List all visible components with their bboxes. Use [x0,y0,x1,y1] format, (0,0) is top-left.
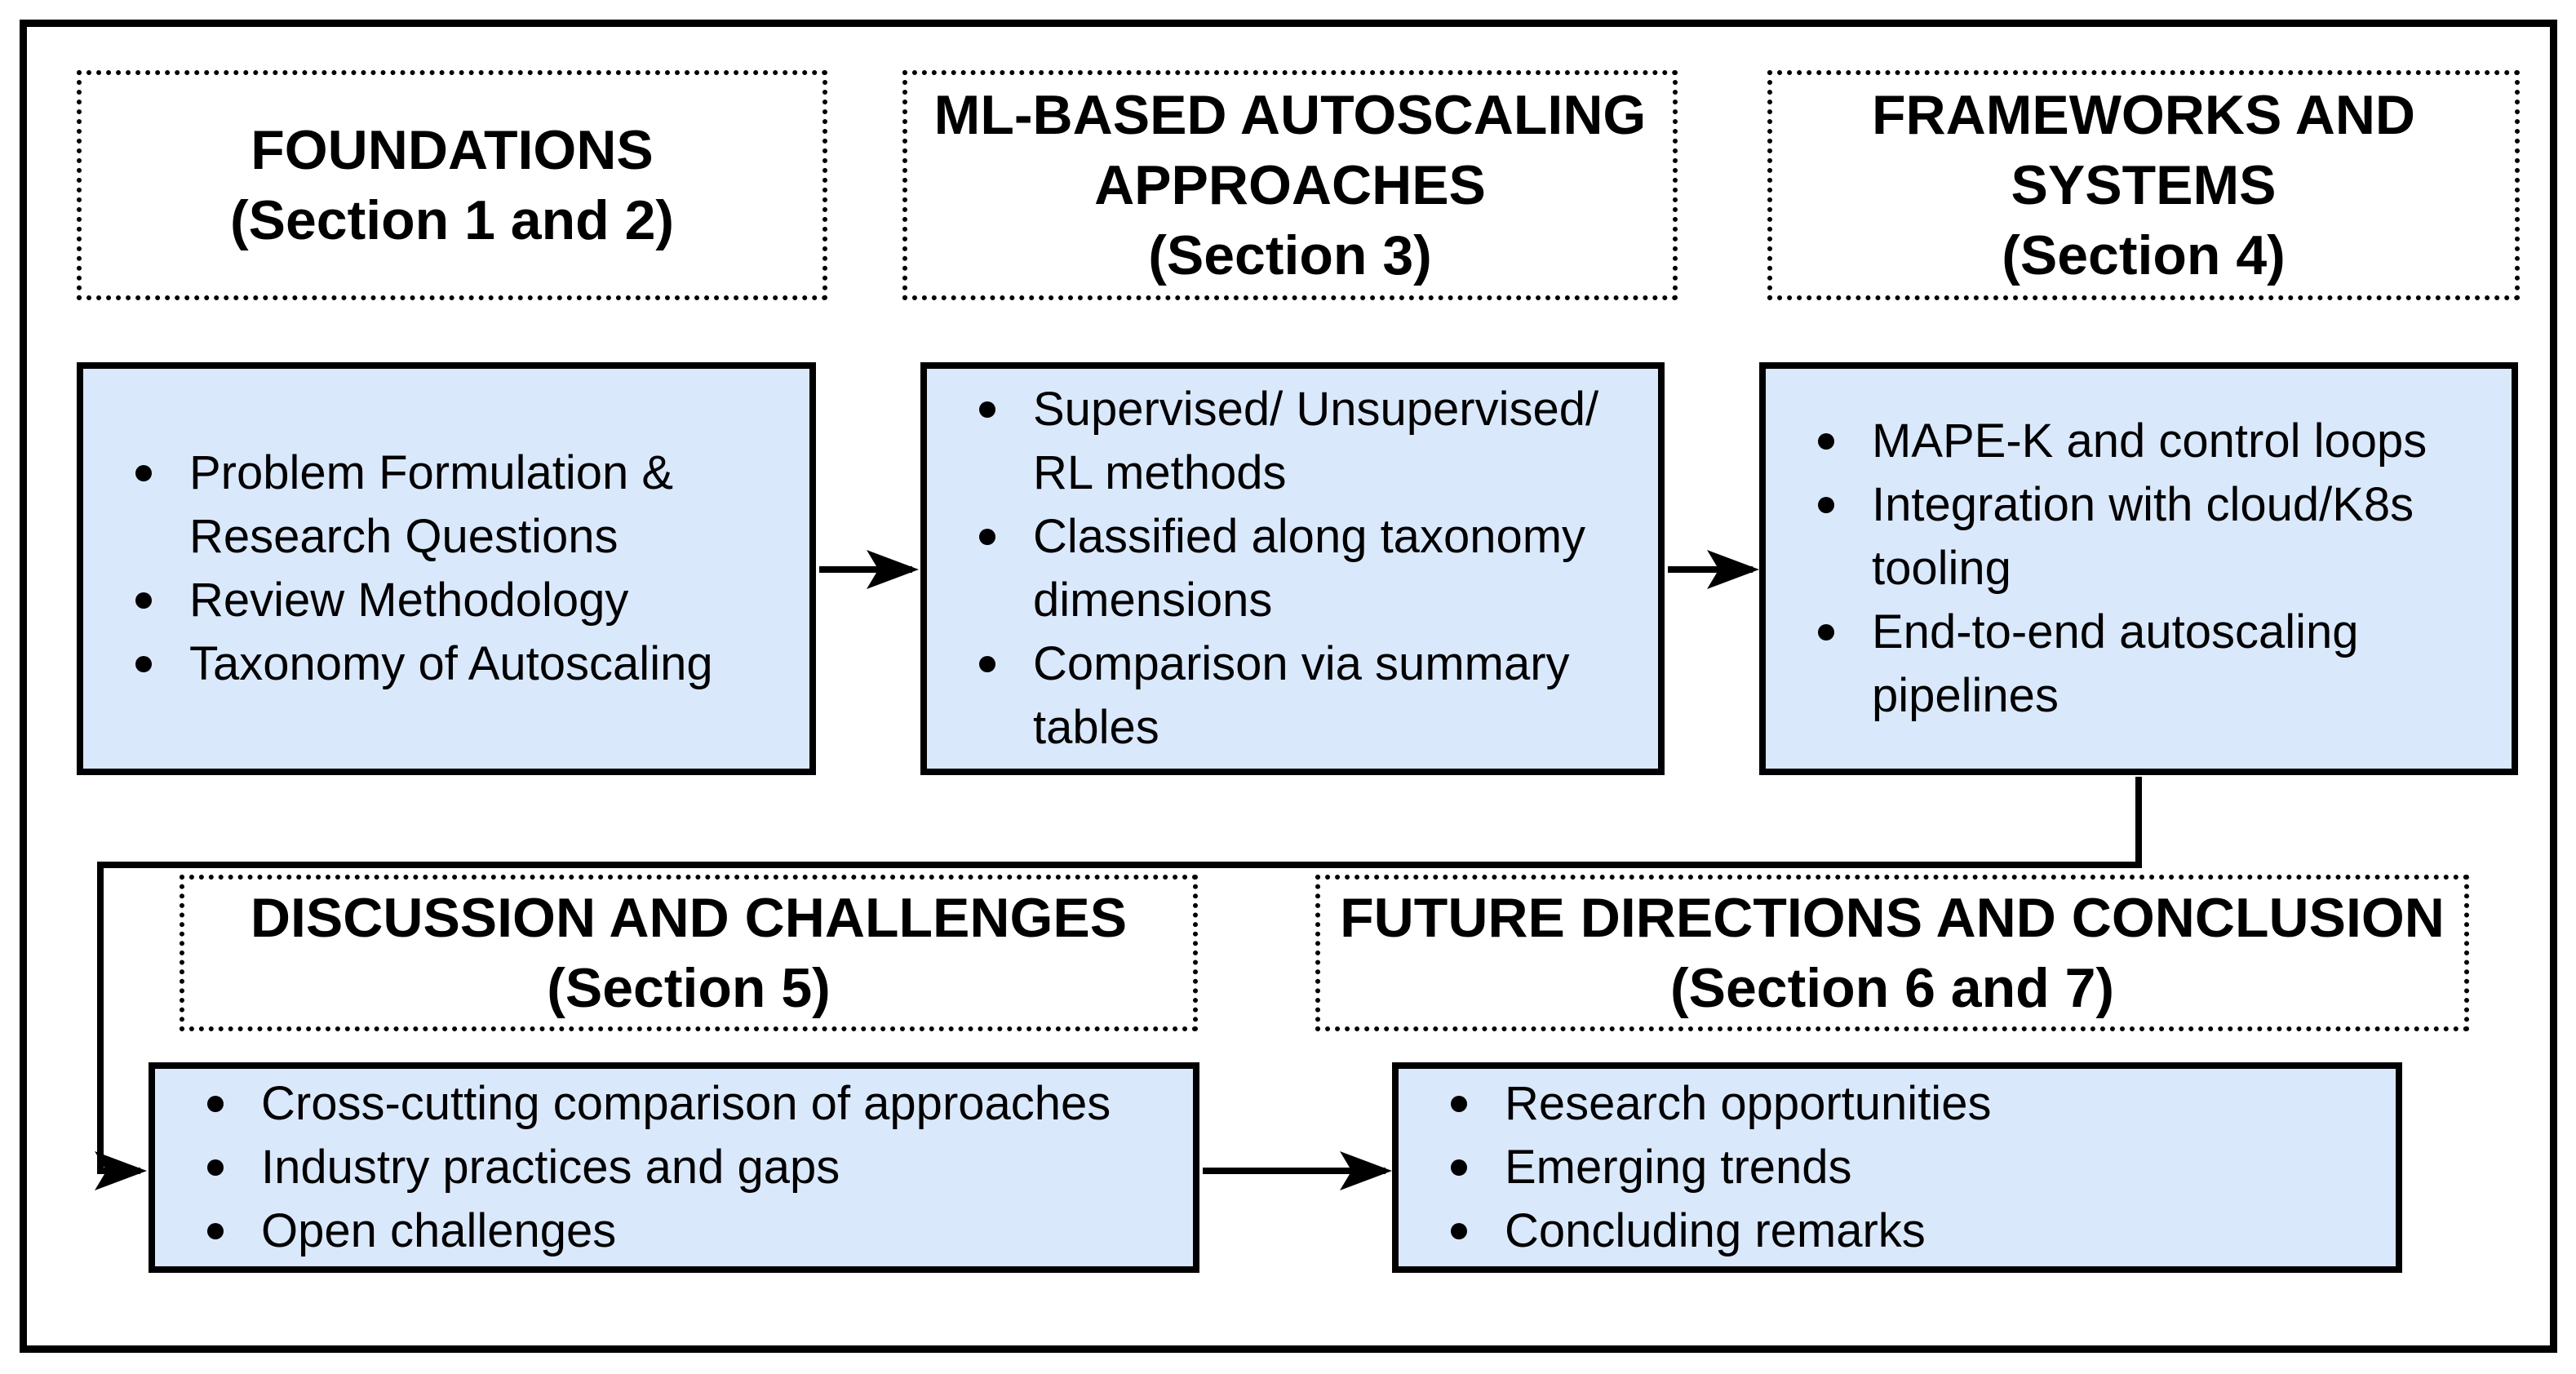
bullet-line: Emerging trends [1505,1141,1852,1194]
bullet-line: Open challenges [261,1204,617,1257]
bullet-dot [207,1223,224,1239]
bullet-dot [207,1096,224,1112]
section-header-frameworks: FRAMEWORKS AND SYSTEMS (Section 4) [1767,70,2520,300]
bullet-item: MAPE-K and control loops [1766,410,2512,473]
header-line: APPROACHES [1094,154,1486,216]
bullet-item: Taxonomy of Autoscaling [83,632,809,696]
section-header-foundations: FOUNDATIONS (Section 1 and 2) [77,70,827,300]
header-line: FUTURE DIRECTIONS AND CONCLUSION [1340,887,2445,949]
header-line: (Section 6 and 7) [1669,957,2115,1019]
bullet-line: Industry practices and gaps [261,1141,840,1194]
bullet-dot [979,529,995,545]
bullet-item: Problem Formulation & Research Questions [83,441,809,569]
bullet-item: Concluding remarks [1399,1199,2396,1263]
header-line: (Section 5) [547,957,831,1019]
node-future-directions-topics: Research opportunities Emerging trends C… [1392,1062,2402,1273]
header-line: FRAMEWORKS AND [1871,84,2416,146]
bullet-dot [207,1159,224,1176]
bullet-line: Research opportunities [1505,1077,1992,1130]
bullet-line: dimensions [1033,574,1273,627]
bullet-line: Concluding remarks [1505,1204,1926,1257]
bullet-line: pipelines [1872,669,2059,722]
bullet-line: End-to-end autoscaling [1872,605,2359,658]
header-line: DISCUSSION AND CHALLENGES [250,887,1128,949]
section-header-ml-approaches: ML-BASED AUTOSCALING APPROACHES (Section… [902,70,1678,300]
bullet-dot [135,465,152,481]
bullet-dot [1451,1096,1467,1112]
bullet-dot [1818,624,1834,640]
section-header-discussion: DISCUSSION AND CHALLENGES (Section 5) [180,875,1198,1031]
header-line: (Section 1 and 2) [229,189,675,251]
section-header-future-directions: FUTURE DIRECTIONS AND CONCLUSION (Sectio… [1315,875,2469,1031]
bullet-line: MAPE-K and control loops [1872,414,2427,468]
header-line: ML-BASED AUTOSCALING [933,84,1647,146]
bullet-dot [1451,1223,1467,1239]
node-discussion-topics: Cross-cutting comparison of approaches I… [149,1062,1199,1273]
bullet-item: Open challenges [155,1199,1193,1263]
bullet-line: Classified along taxonomy [1033,510,1586,563]
bullet-item: Supervised/ Unsupervised/ RL methods [927,378,1658,505]
bullet-item: Research opportunities [1399,1072,2396,1136]
bullet-line: tooling [1872,542,2011,595]
header-line: SYSTEMS [2011,154,2277,216]
bullet-line: Comparison via summary [1033,637,1570,690]
header-line: (Section 4) [2002,224,2286,286]
header-line: FOUNDATIONS [251,119,654,181]
bullet-item: Comparison via summary tables [927,632,1658,760]
node-foundations-topics: Problem Formulation & Research Questions… [77,362,816,775]
bullet-item: Cross-cutting comparison of approaches [155,1072,1193,1136]
bullet-item: Classified along taxonomy dimensions [927,505,1658,632]
bullet-line: tables [1033,701,1159,754]
bullet-item: Integration with cloud/K8s tooling [1766,473,2512,601]
bullet-line: Taxonomy of Autoscaling [189,637,713,690]
bullet-item: Review Methodology [83,569,809,632]
bullet-line: Problem Formulation & [189,446,674,499]
bullet-line: Review Methodology [189,574,629,627]
bullet-line: Integration with cloud/K8s [1872,478,2414,531]
header-line: (Section 3) [1148,224,1432,286]
bullet-item: Emerging trends [1399,1136,2396,1199]
bullet-line: Supervised/ Unsupervised/ [1033,383,1599,436]
outer-border-frame [20,20,2557,1353]
bullet-dot [1818,433,1834,450]
bullet-item: Industry practices and gaps [155,1136,1193,1199]
bullet-dot [1451,1159,1467,1176]
bullet-dot [135,656,152,672]
bullet-dot [135,592,152,609]
node-frameworks-topics: MAPE-K and control loops Integration wit… [1759,362,2518,775]
bullet-dot [979,401,995,418]
node-ml-approaches-topics: Supervised/ Unsupervised/ RL methods Cla… [920,362,1665,775]
bullet-line: RL methods [1033,446,1287,499]
bullet-item: End-to-end autoscaling pipelines [1766,601,2512,728]
bullet-line: Research Questions [189,510,619,563]
bullet-dot [1818,497,1834,513]
bullet-dot [979,656,995,672]
bullet-line: Cross-cutting comparison of approaches [261,1077,1111,1130]
